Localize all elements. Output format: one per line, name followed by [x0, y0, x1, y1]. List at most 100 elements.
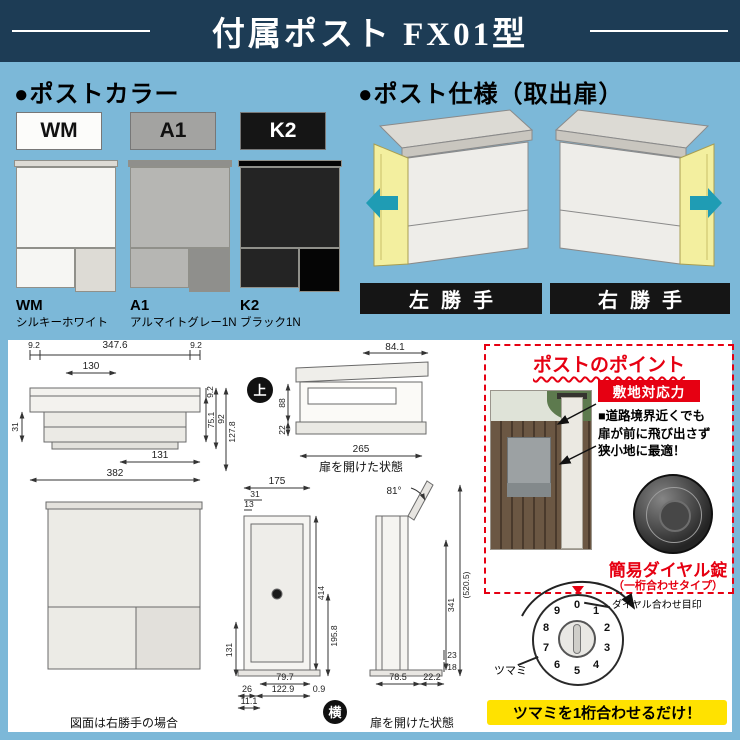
post-body — [16, 167, 116, 248]
dim-label: 9.2 — [190, 340, 202, 350]
dim-label: 195.8 — [329, 625, 339, 647]
svg-text:上: 上 — [253, 383, 266, 398]
page-title: 付属ポスト FX01型 — [211, 17, 529, 53]
left-arrow-icon — [366, 188, 398, 218]
points-panel-border — [484, 344, 734, 594]
post-image-k2 — [238, 160, 342, 292]
knob-label: ツマミ — [494, 665, 527, 677]
dial-number: 5 — [574, 665, 581, 677]
lock-title: 簡易ダイヤル錠 — [608, 561, 728, 580]
dim-label: 265 — [353, 444, 370, 455]
dim-label: 22.2 — [423, 672, 441, 682]
dim-label: 130 — [83, 361, 100, 372]
header-banner: 付属ポスト FX01型 — [0, 0, 740, 62]
spec-illustration-right-hand — [554, 109, 722, 267]
feature-text: ■道路境界近くでも扉が前に飛び出さず狭小地に最適！ — [598, 409, 711, 458]
color-option-wm: WM WM シルキーホワイト — [14, 112, 126, 330]
dim-label: 382 — [107, 468, 124, 479]
dial-mark-label: ダイヤル合わせ目印 — [612, 600, 702, 611]
colors-heading: ●ポストカラー — [14, 81, 180, 108]
dial-number: 1 — [593, 605, 600, 617]
dim-label: 13 — [244, 499, 254, 509]
post-lower-panel — [16, 248, 75, 288]
dial-rotate-arrow-icon — [521, 580, 636, 617]
plan-view-drawing: 9.2 347.6 9.2 130 31 9.2 75.1 92 127.8 1… — [10, 340, 237, 483]
dim-label: 31 — [250, 489, 260, 499]
color-code: K2 — [240, 297, 260, 314]
dim-label: 127.8 — [227, 421, 237, 443]
color-name: ブラック1N — [240, 317, 301, 329]
color-option-a1: A1 A1 アルマイトグレー1N — [128, 112, 240, 330]
dim-label: 84.1 — [385, 342, 405, 353]
header-rule-left — [12, 30, 150, 32]
dim-label: 175 — [269, 476, 286, 487]
dial-align-mark — [572, 586, 584, 594]
view-badge-side: 横 — [323, 700, 347, 724]
dim-label: (520.5) — [461, 571, 471, 598]
svg-text:横: 横 — [328, 705, 342, 720]
dim-label: 341 — [446, 598, 456, 612]
dim-label: 79.7 — [276, 672, 294, 682]
dim-label: 9.2 — [28, 340, 40, 350]
caption-door-open-top: 扉を開けた状態 — [319, 459, 403, 474]
installation-photo — [490, 390, 592, 550]
dial-illustration: 0 1 2 3 4 5 6 7 8 9 — [532, 594, 624, 686]
post-lower-panel — [240, 248, 299, 288]
label-left-hand: 左勝手 — [360, 283, 542, 314]
front-view-drawing: 図面は右勝手の場合 — [45, 501, 203, 730]
dim-label: 131 — [224, 643, 234, 657]
dim-label: 131 — [152, 450, 169, 461]
door-front-drawing: 175 31 13 414 195.8 131 79.7 26 122.9 11… — [224, 476, 339, 711]
post-cap — [128, 160, 232, 167]
view-badge-top: 上 — [247, 377, 273, 403]
dial-number: 2 — [604, 622, 611, 634]
dim-label: 414 — [316, 586, 326, 600]
post-cap — [14, 160, 118, 167]
dim-label: 31 — [10, 422, 20, 432]
dial-lock-photo — [633, 474, 713, 554]
post-image-wm — [14, 160, 118, 292]
header-rule-right — [590, 30, 728, 32]
dim-label: 75.1 — [206, 411, 216, 428]
dial-knob-grip — [573, 624, 581, 654]
dim-label: 78.5 — [389, 672, 407, 682]
dim-label: 22 — [277, 425, 287, 435]
dial-number: 3 — [604, 642, 611, 654]
dial-number: 7 — [543, 642, 550, 654]
dial-number: 8 — [543, 622, 550, 634]
feature-badge: 敷地対応力 — [598, 380, 700, 402]
points-panel-title: ポストのポイント — [532, 355, 685, 376]
dim-label: 18 — [447, 662, 457, 672]
dial-number: 0 — [574, 599, 581, 611]
dim-label: 9.2 — [205, 386, 215, 398]
highlight-message: ツマミを1桁合わせるだけ！ — [487, 700, 727, 725]
spec-illustration-left-hand — [366, 109, 534, 267]
dim-label: 347.6 — [102, 340, 127, 351]
swatch-k2: K2 — [240, 112, 326, 150]
post-lower-door — [75, 248, 116, 292]
swatch-a1: A1 — [130, 112, 216, 150]
post-lower-door — [189, 248, 230, 292]
post-lower-door — [299, 248, 340, 292]
label-right-hand: 右勝手 — [550, 283, 730, 314]
swatch-wm: WM — [16, 112, 102, 150]
dial-knob — [558, 620, 596, 658]
dim-label: 23 — [447, 650, 457, 660]
post-cap — [238, 160, 342, 167]
spec-heading: ●ポスト仕様（取出扉） — [358, 81, 624, 108]
photo-post-lower — [507, 483, 551, 497]
caption-door-open-side: 扉を開けた状態 — [370, 715, 454, 730]
top-side-view-drawing: 84.1 88 22 265 扉を開けた状態 — [277, 342, 429, 474]
color-option-k2: K2 K2 ブラック1N — [238, 112, 350, 330]
dim-label: 88 — [277, 398, 287, 408]
feature-pointer-arrows — [556, 403, 597, 465]
post-lower-panel — [130, 248, 189, 288]
post-image-a1 — [128, 160, 232, 292]
dim-label: 122.9 — [272, 684, 295, 694]
technical-drawings: 9.2 347.6 9.2 130 31 9.2 75.1 92 127.8 1… — [10, 340, 471, 730]
dial-number: 9 — [554, 605, 561, 617]
dim-label: 92 — [216, 414, 226, 424]
caption-front-view: 図面は右勝手の場合 — [70, 715, 178, 730]
post-body — [240, 167, 340, 248]
right-arrow-icon — [690, 188, 722, 218]
